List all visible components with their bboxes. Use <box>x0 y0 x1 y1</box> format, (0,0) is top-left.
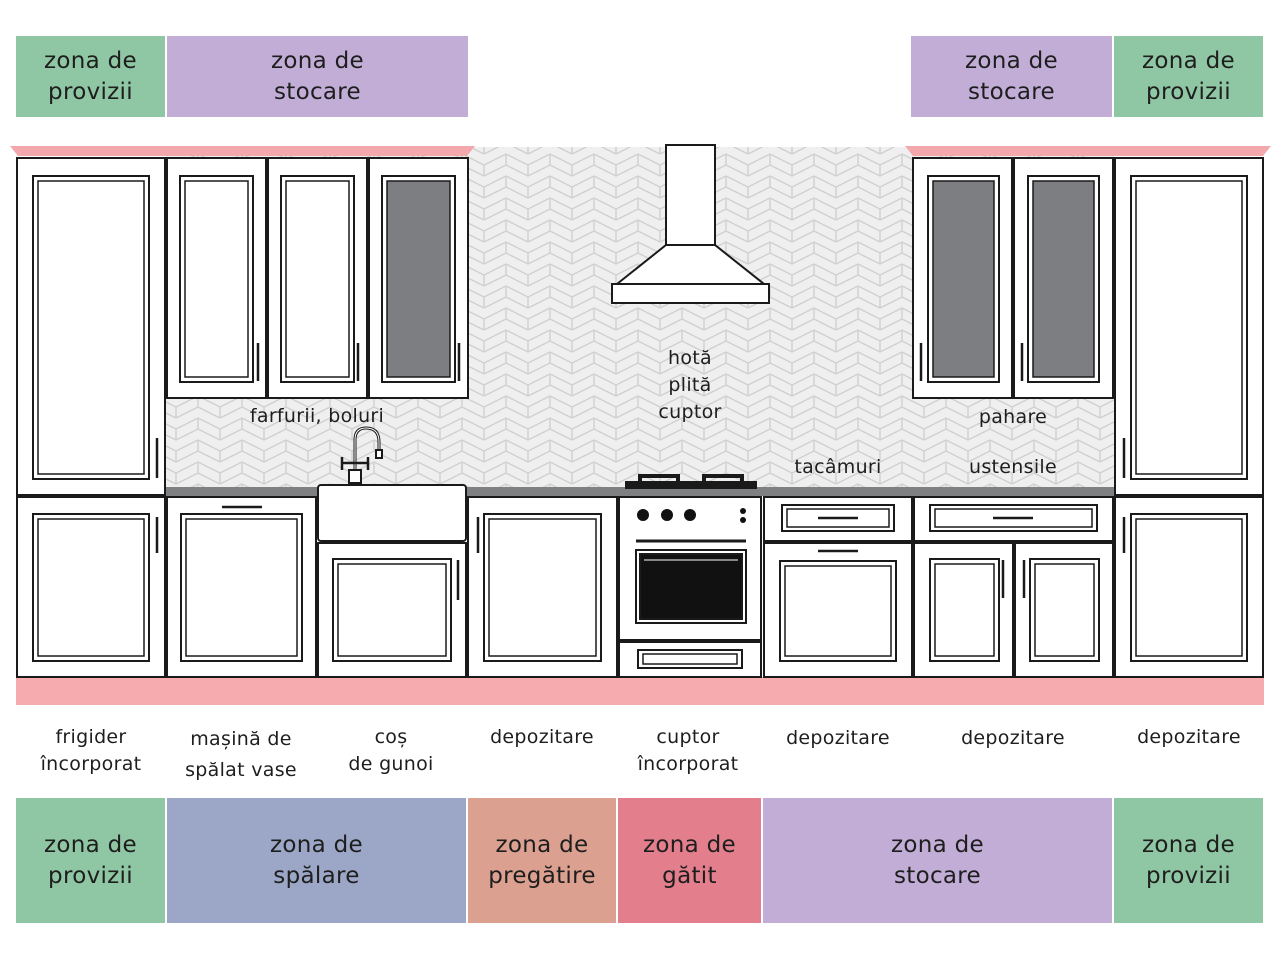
cabinet-label-depozitare-1: depozitare <box>490 726 594 748</box>
base-cabinet-fridge-left <box>16 496 166 678</box>
tall-cabinet-left <box>16 157 166 496</box>
range-hood <box>611 144 770 304</box>
upper-glass-cabinet-right-2 <box>1013 157 1114 399</box>
upper-glass-cabinet-right-1 <box>912 157 1013 399</box>
label-pahare: pahare <box>978 406 1048 428</box>
drawer-cabinet-ustensile <box>913 496 1114 678</box>
cabinet-label-depozitare-3: depozitare <box>961 727 1065 749</box>
drawer-cabinet-tacamuri <box>763 496 913 678</box>
upper-glass-cabinet-left <box>368 157 469 399</box>
toe-kick <box>16 677 1264 705</box>
cabinet-label-depozitare-4: depozitare <box>1137 726 1241 748</box>
upper-cabinet-1 <box>166 157 267 399</box>
cabinet-label-cos-gunoi: coș de gunoi <box>348 726 434 775</box>
cabinet-label-depozitare-2: depozitare <box>786 727 890 749</box>
cabinet-label-frigider: frigider încorporat <box>40 726 142 775</box>
label-hota: hotă <box>668 347 712 369</box>
crown-molding-left <box>10 146 475 156</box>
tall-cabinet-right <box>1114 157 1264 496</box>
cabinet-label-cuptor-incorporat: cuptor încorporat <box>637 726 739 775</box>
sink-cabinet <box>317 484 467 678</box>
crown-molding-right <box>905 146 1271 156</box>
range-oven <box>618 474 762 678</box>
cabinet-label-masina-spalat: mașină de spălat vase <box>185 728 297 781</box>
label-farfurii-boluri: farfurii, boluri <box>249 405 385 427</box>
label-tacamuri: tacâmuri <box>794 456 882 478</box>
faucet-icon <box>340 426 383 484</box>
oven-knobs <box>637 508 746 523</box>
base-cabinet-right <box>1114 496 1264 678</box>
dishwasher-cabinet <box>166 496 317 678</box>
base-cabinet-prep <box>467 496 618 678</box>
label-ustensile: ustensile <box>969 456 1057 478</box>
label-plita: plită <box>668 374 712 396</box>
upper-cabinet-2 <box>267 157 368 399</box>
countertop <box>166 487 1114 496</box>
label-cuptor: cuptor <box>658 401 722 423</box>
